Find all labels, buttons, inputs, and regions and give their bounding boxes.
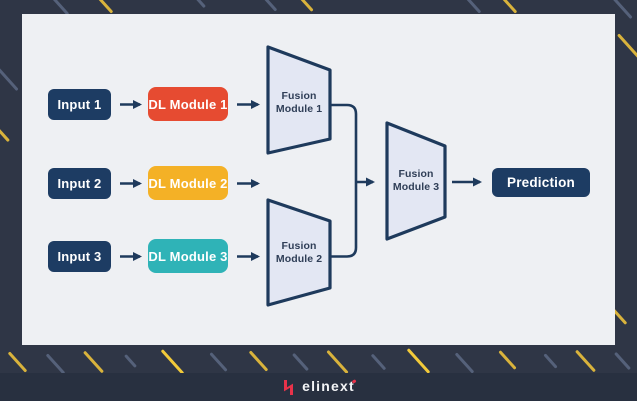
- diagonal-stripe-decoration: [0, 66, 19, 92]
- fusion-label-line: Fusion: [281, 240, 317, 252]
- fusion-label-line: Module 3: [392, 181, 440, 194]
- diagonal-stripe-decoration: [497, 0, 518, 14]
- dl-module-node-2: DL Module 2: [148, 166, 228, 200]
- diagonal-stripe-decoration: [160, 349, 185, 375]
- input-node-1: Input 1: [48, 89, 111, 120]
- diagonal-stripe-decoration: [498, 350, 517, 370]
- fusion-label-line: Module 1: [275, 103, 323, 116]
- diagonal-stripe-decoration: [295, 0, 314, 12]
- diagonal-stripe-decoration: [83, 350, 104, 374]
- diagonal-stripe-decoration: [461, 0, 482, 14]
- input-node-3: Input 3: [48, 241, 111, 272]
- fusion-module-2-label: Fusion Module 2: [267, 240, 331, 266]
- diagonal-stripe-decoration: [575, 349, 596, 373]
- fusion-label-line: Fusion: [398, 168, 434, 180]
- logo-t-accent: [351, 379, 357, 384]
- diagonal-stripe-decoration: [614, 351, 631, 371]
- diagonal-stripe-decoration: [370, 353, 387, 371]
- diagonal-stripe-decoration: [248, 350, 269, 372]
- diagonal-stripe-decoration: [454, 352, 475, 374]
- fusion-label-line: Module 2: [275, 253, 323, 266]
- elinext-n-icon: [284, 379, 294, 395]
- diagonal-stripe-decoration: [7, 351, 28, 373]
- diagonal-stripe-decoration: [189, 0, 206, 9]
- elinext-logo-text: elinext: [302, 378, 357, 394]
- fusion-module-1-label: Fusion Module 1: [267, 90, 331, 116]
- diagonal-stripe-decoration: [209, 352, 228, 372]
- diagonal-stripe-decoration: [93, 0, 114, 14]
- diagonal-stripe-decoration: [292, 352, 309, 372]
- fusion-label-line: Fusion: [281, 90, 317, 102]
- diagonal-stripe-decoration: [124, 354, 137, 368]
- diagonal-stripe-decoration: [406, 348, 431, 374]
- diagonal-stripe-decoration: [257, 0, 278, 12]
- prediction-node: Prediction: [492, 168, 590, 197]
- input-node-2: Input 2: [48, 168, 111, 199]
- diagonal-stripe-decoration: [326, 349, 349, 375]
- dl-module-node-3: DL Module 3: [148, 239, 228, 273]
- diagonal-stripe-decoration: [45, 353, 66, 375]
- dl-module-node-1: DL Module 1: [148, 87, 228, 121]
- diagonal-stripe-decoration: [543, 353, 558, 369]
- footer-band: elinext: [0, 373, 637, 401]
- diagonal-stripe-decoration: [0, 123, 10, 143]
- fusion-module-3-label: Fusion Module 3: [384, 168, 448, 194]
- diagonal-stripe-decoration: [617, 33, 637, 61]
